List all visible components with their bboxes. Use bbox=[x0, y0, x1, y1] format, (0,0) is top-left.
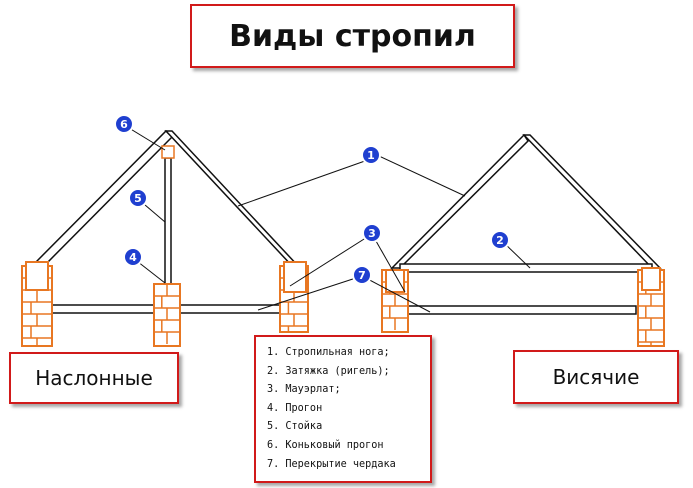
svg-text:7: 7 bbox=[358, 269, 366, 282]
pillar-left-post bbox=[153, 283, 181, 347]
left-rafter-right-side bbox=[164, 130, 302, 269]
svg-text:4: 4 bbox=[129, 251, 137, 264]
svg-text:6: 6 bbox=[120, 118, 128, 131]
left-rafter-left-side bbox=[34, 129, 174, 270]
right-floor-beam bbox=[403, 305, 637, 315]
svg-text:3: 3 bbox=[368, 227, 376, 240]
post bbox=[164, 157, 172, 287]
wall-plate bbox=[641, 267, 661, 291]
legend-item: 1. Стропильная нога; bbox=[267, 347, 390, 358]
right-rafter-right-side bbox=[522, 134, 662, 269]
wall-plate bbox=[385, 269, 405, 293]
right-rafter-left-side bbox=[390, 133, 529, 269]
page-title: Виды стропил bbox=[229, 18, 476, 54]
right-type-box: Висячие bbox=[513, 350, 679, 404]
right-type-label: Висячие bbox=[552, 365, 640, 389]
legend-list: 1. Стропильная нога; 2. Затяжка (ригель)… bbox=[256, 337, 396, 474]
brick-pillars bbox=[21, 261, 665, 347]
leader-lines bbox=[123, 124, 531, 313]
legend-box: 1. Стропильная нога; 2. Затяжка (ригель)… bbox=[254, 335, 432, 483]
marker-2: 2 bbox=[490, 230, 510, 250]
svg-text:2: 2 bbox=[496, 234, 504, 247]
svg-text:5: 5 bbox=[134, 192, 142, 205]
marker-3: 3 bbox=[362, 223, 382, 243]
ridge-purlin bbox=[161, 145, 175, 159]
svg-text:1: 1 bbox=[367, 149, 375, 162]
legend-item: 5. Стойка bbox=[267, 421, 323, 433]
marker-6: 6 bbox=[114, 114, 134, 134]
legend-item: 6. Коньковый прогон bbox=[267, 439, 384, 451]
marker-4: 4 bbox=[123, 247, 143, 267]
legend-item: 3. Мауэрлат; bbox=[267, 384, 341, 396]
right-roof-frame bbox=[390, 133, 662, 315]
title-box: Виды стропил bbox=[190, 4, 515, 68]
wall-plate bbox=[25, 261, 49, 291]
marker-5: 5 bbox=[128, 188, 148, 208]
wall-plate bbox=[283, 261, 307, 293]
left-type-label: Наслонные bbox=[35, 366, 153, 390]
legend-item: 2. Затяжка (ригель); bbox=[267, 365, 390, 377]
marker-7: 7 bbox=[352, 265, 372, 285]
tie-beam bbox=[399, 263, 653, 273]
legend-item: 7. Перекрытие чердака bbox=[267, 458, 396, 470]
left-type-box: Наслонные bbox=[9, 352, 179, 404]
legend-item: 4. Прогон bbox=[267, 402, 323, 414]
marker-1: 1 bbox=[361, 145, 381, 165]
